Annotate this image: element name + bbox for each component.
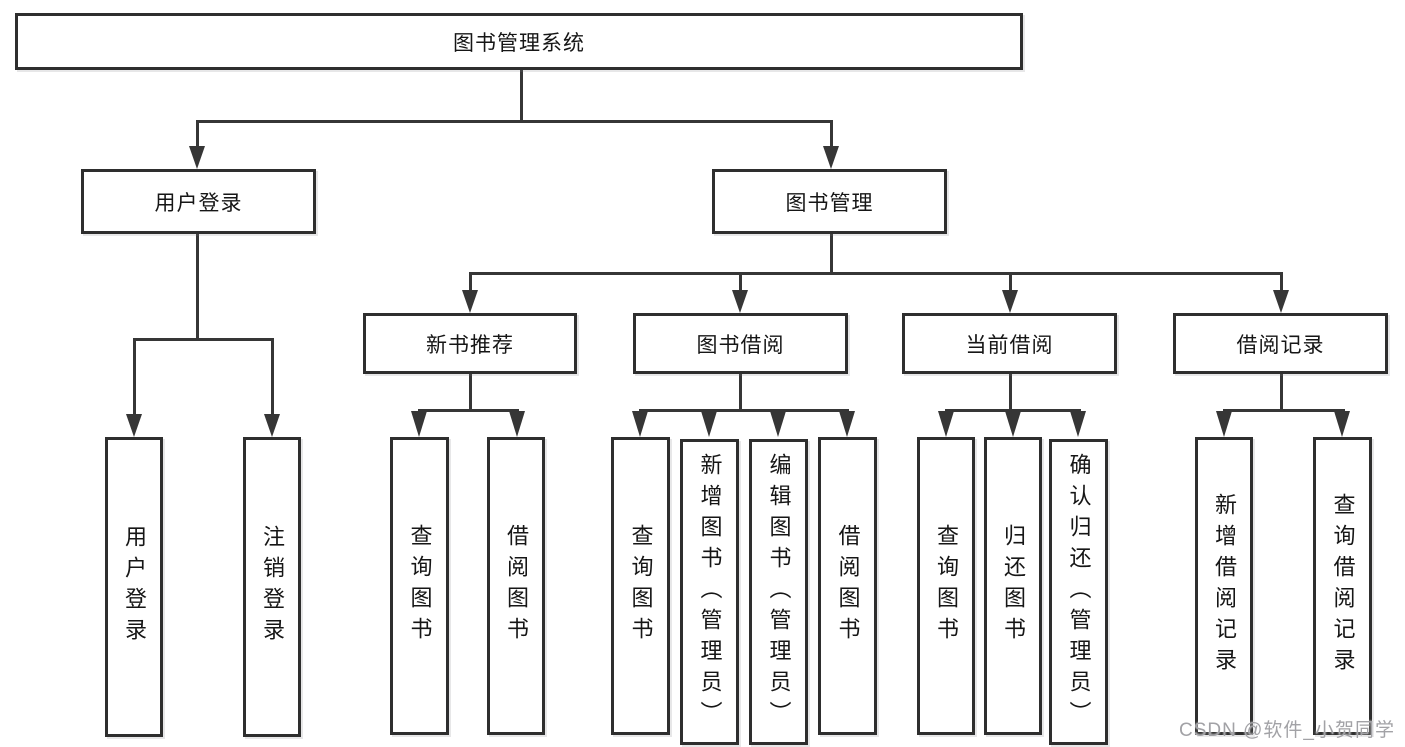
node-nb-borrow-books-label: 借阅图书: [504, 524, 529, 648]
node-nb-borrow-books: 借阅图书: [487, 437, 545, 735]
node-nb-query-books: 查询图书: [390, 437, 449, 735]
arrowhead-down: [732, 290, 748, 313]
arrowhead-down: [126, 414, 142, 437]
node-cb-query-books: 查询图书: [917, 437, 975, 735]
connector-vline: [469, 374, 472, 411]
connector-hline: [196, 120, 833, 123]
connector-vline: [1009, 272, 1012, 294]
node-user-login: 用户登录: [105, 437, 163, 737]
arrowhead-down: [1216, 411, 1232, 437]
connector-hline: [469, 272, 1283, 275]
connector-hline: [418, 409, 519, 412]
csdn-watermark: CSDN @软件_小贺同学: [1179, 720, 1395, 741]
connector-vline: [830, 234, 833, 274]
node-book-borrow: 图书借阅: [633, 313, 848, 374]
node-nb-query-books-label: 查询图书: [407, 524, 433, 648]
connector-hline: [133, 338, 274, 341]
arrowhead-down: [509, 411, 525, 437]
connector-hline: [945, 409, 1081, 412]
node-cb-return-books: 归还图书: [984, 437, 1042, 735]
arrowhead-down: [264, 414, 280, 437]
arrowhead-down: [632, 411, 648, 437]
node-cb-return-books-label: 归还图书: [1001, 524, 1026, 648]
connector-vline: [469, 272, 472, 294]
node-user-login-label: 用户登录: [122, 525, 147, 649]
node-login-group: 用户登录: [81, 169, 316, 234]
node-root-label: 图书管理系统: [453, 31, 585, 55]
node-new-book-rec: 新书推荐: [363, 313, 577, 374]
arrowhead-down: [1005, 411, 1021, 437]
node-br-query-record-label: 查询借阅记录: [1330, 493, 1356, 679]
arrowhead-down: [189, 146, 205, 169]
connector-vline: [196, 120, 199, 150]
connector-hline: [1223, 409, 1345, 412]
arrowhead-down: [823, 146, 839, 169]
arrowhead-down: [770, 411, 786, 437]
node-current-borrow-label: 当前借阅: [965, 333, 1054, 357]
node-bb-add-books-label: 新增图书（管理员）: [697, 452, 723, 732]
node-br-add-record-label: 新增借阅记录: [1212, 493, 1237, 679]
arrowhead-down: [1070, 411, 1086, 437]
node-bb-add-books: 新增图书（管理员）: [680, 439, 739, 745]
arrowhead-down: [1002, 290, 1018, 313]
connector-vline: [196, 234, 199, 340]
connector-vline: [133, 338, 136, 418]
arrowhead-down: [938, 411, 954, 437]
arrowhead-down: [701, 411, 717, 437]
node-logout: 注销登录: [243, 437, 301, 737]
node-bb-query-books-label: 查询图书: [628, 524, 654, 648]
node-bb-query-books: 查询图书: [611, 437, 670, 735]
arrowhead-down: [462, 290, 478, 313]
node-root: 图书管理系统: [15, 13, 1023, 70]
connector-vline: [739, 374, 742, 411]
connector-vline: [1280, 272, 1283, 294]
arrowhead-down: [1273, 290, 1289, 313]
node-borrow-records-label: 借阅记录: [1236, 333, 1325, 357]
node-cb-confirm-return: 确认归还（管理员）: [1049, 439, 1108, 745]
node-book-borrow-label: 图书借阅: [696, 333, 785, 357]
node-cb-confirm-return-label: 确认归还（管理员）: [1066, 452, 1092, 732]
node-br-add-record: 新增借阅记录: [1195, 437, 1253, 735]
node-bb-borrow-books-label: 借阅图书: [835, 524, 861, 648]
connector-vline: [520, 70, 523, 122]
node-book-mgmt: 图书管理: [712, 169, 947, 234]
node-cb-query-books-label: 查询图书: [934, 524, 959, 648]
connector-vline: [271, 338, 274, 418]
connector-hline: [639, 409, 849, 412]
arrowhead-down: [1334, 411, 1350, 437]
connector-vline: [1009, 374, 1012, 411]
connector-vline: [1280, 374, 1283, 411]
node-bb-edit-books-label: 编辑图书（管理员）: [766, 452, 792, 732]
node-logout-label: 注销登录: [260, 525, 285, 649]
node-login-group-label: 用户登录: [154, 191, 243, 215]
node-new-book-rec-label: 新书推荐: [426, 333, 514, 357]
connector-vline: [739, 272, 742, 294]
node-borrow-records: 借阅记录: [1173, 313, 1388, 374]
node-current-borrow: 当前借阅: [902, 313, 1117, 374]
connector-vline: [830, 120, 833, 150]
arrowhead-down: [839, 411, 855, 437]
node-bb-borrow-books: 借阅图书: [818, 437, 877, 735]
node-bb-edit-books: 编辑图书（管理员）: [749, 439, 808, 745]
node-book-mgmt-label: 图书管理: [785, 191, 874, 215]
arrowhead-down: [411, 411, 427, 437]
node-br-query-record: 查询借阅记录: [1313, 437, 1372, 735]
